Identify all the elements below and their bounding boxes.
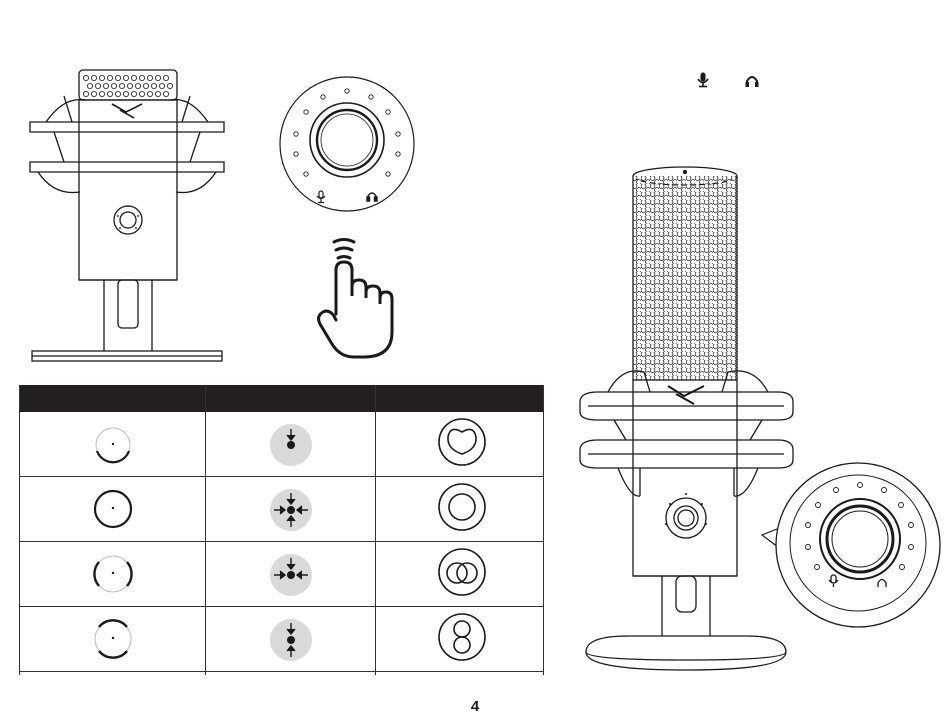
stereo-shape — [437, 547, 487, 611]
knob-microphone-icon — [315, 190, 327, 204]
header-pattern — [206, 385, 375, 412]
table-row — [19, 607, 544, 672]
tap-hand-icon — [316, 236, 398, 362]
knob-headphones-icon — [366, 190, 378, 202]
table-divider-2 — [375, 385, 376, 675]
table-header — [19, 385, 544, 412]
cardioid-shape — [437, 417, 487, 481]
polar-pattern-table — [19, 385, 544, 675]
page-number: 4 — [0, 698, 950, 715]
table-row — [19, 412, 544, 477]
table-divider-1 — [205, 385, 206, 675]
headphones-icon — [745, 74, 759, 88]
pattern-arrows-bidirectional — [269, 618, 313, 682]
bidirectional-shape — [437, 612, 487, 676]
led-ring-vertical-segment — [89, 619, 137, 683]
small-microphone-illustration — [24, 66, 230, 366]
gain-knob-closeup — [276, 76, 418, 214]
microphone-icon — [696, 72, 710, 88]
header-led — [19, 385, 205, 412]
table-row — [19, 477, 544, 542]
header-shape — [376, 385, 544, 412]
table-border-left — [19, 385, 20, 675]
omni-shape — [437, 482, 487, 546]
table-row — [19, 542, 544, 607]
knob-callout — [760, 455, 945, 637]
table-border-right — [543, 385, 544, 675]
